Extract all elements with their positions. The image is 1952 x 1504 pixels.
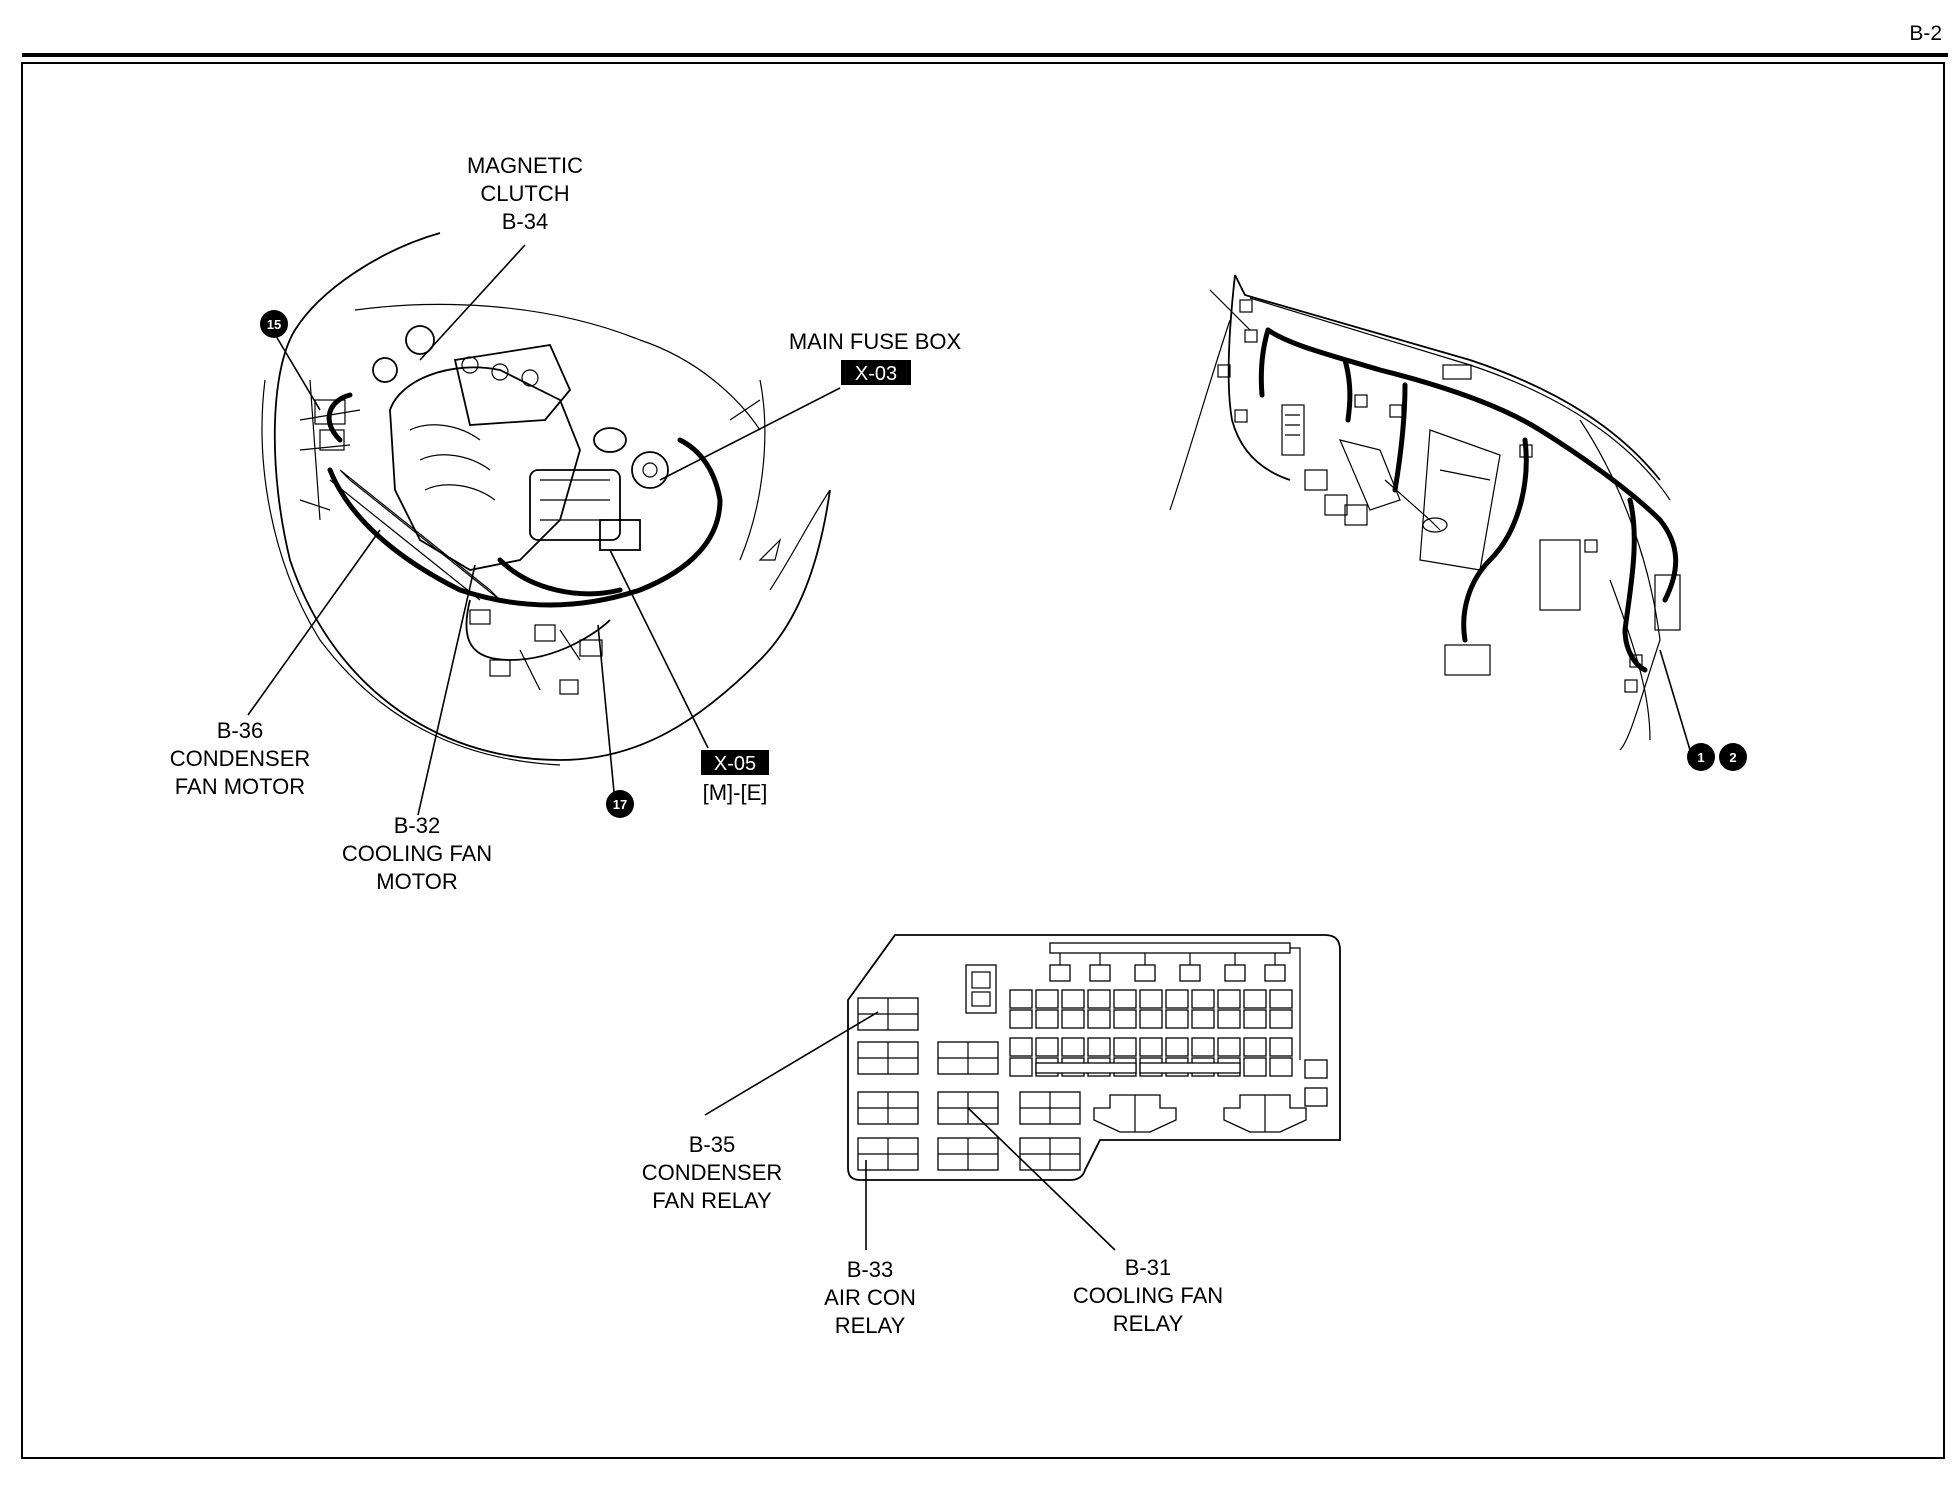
b32-label-2: MOTOR (376, 869, 457, 894)
x05-connector-box (701, 750, 769, 775)
b32-callout: B-32 COOLING FAN MOTOR (342, 813, 492, 894)
engine-compartment-drawing (261, 232, 831, 766)
dash-harness-drawing (1169, 274, 1681, 751)
b32-label-1: COOLING FAN (342, 841, 492, 866)
page-number: B-2 (1909, 22, 1942, 45)
badge-15-label: 15 (267, 317, 281, 332)
badge-2-label: 2 (1729, 750, 1736, 765)
engine-leader-lines (247, 244, 841, 816)
b35-label-1: CONDENSER (642, 1160, 783, 1185)
magnetic-clutch-label-2: CLUTCH (480, 181, 569, 206)
magnetic-clutch-code: B-34 (502, 209, 548, 234)
fuse-box-layout (847, 934, 1341, 1181)
main-fuse-box-callout: MAIN FUSE BOX X-03 (789, 329, 962, 385)
b35-callout: B-35 CONDENSER FAN RELAY (642, 1132, 783, 1213)
badge-17: 17 (606, 790, 634, 818)
badge-17-label: 17 (613, 797, 627, 812)
b33-callout: B-33 AIR CON RELAY (824, 1257, 916, 1338)
b31-code: B-31 (1125, 1255, 1171, 1280)
b36-label-2: FAN MOTOR (175, 774, 305, 799)
b33-label-1: AIR CON (824, 1285, 916, 1310)
b31-callout: B-31 COOLING FAN RELAY (1073, 1255, 1223, 1336)
b33-label-2: RELAY (835, 1313, 906, 1338)
magnetic-clutch-label-1: MAGNETIC (467, 153, 583, 178)
b36-callout: B-36 CONDENSER FAN MOTOR (170, 718, 311, 799)
b35-code: B-35 (689, 1132, 735, 1157)
badge-1-label: 1 (1697, 750, 1704, 765)
fuse-box-leader-lines (704, 1011, 1116, 1251)
main-fuse-box-label: MAIN FUSE BOX (789, 329, 962, 354)
x03-connector-box (841, 360, 911, 385)
x03-connector-label: X-03 (855, 363, 897, 385)
b36-label-1: CONDENSER (170, 746, 311, 771)
diagram-frame (21, 62, 1945, 1459)
x05-connector-label: X-05 (714, 753, 756, 775)
badge-1: 1 (1687, 743, 1715, 771)
b36-code: B-36 (217, 718, 263, 743)
b33-code: B-33 (847, 1257, 893, 1282)
b31-label-2: RELAY (1113, 1311, 1184, 1336)
magnetic-clutch-callout: MAGNETIC CLUTCH B-34 (467, 153, 583, 234)
x05-variant-label: [M]-[E] (703, 780, 768, 805)
fuse-box-outline (847, 934, 1341, 1181)
b31-label-1: COOLING FAN (1073, 1283, 1223, 1308)
b35-label-2: FAN RELAY (652, 1188, 772, 1213)
b32-code: B-32 (394, 813, 440, 838)
badge-2: 2 (1719, 743, 1747, 771)
x05-callout: X-05 [M]-[E] (701, 750, 769, 805)
fuse-grid (1009, 989, 1328, 1107)
badge-15: 15 (260, 310, 288, 338)
dash-leader-lines (1659, 649, 1691, 751)
